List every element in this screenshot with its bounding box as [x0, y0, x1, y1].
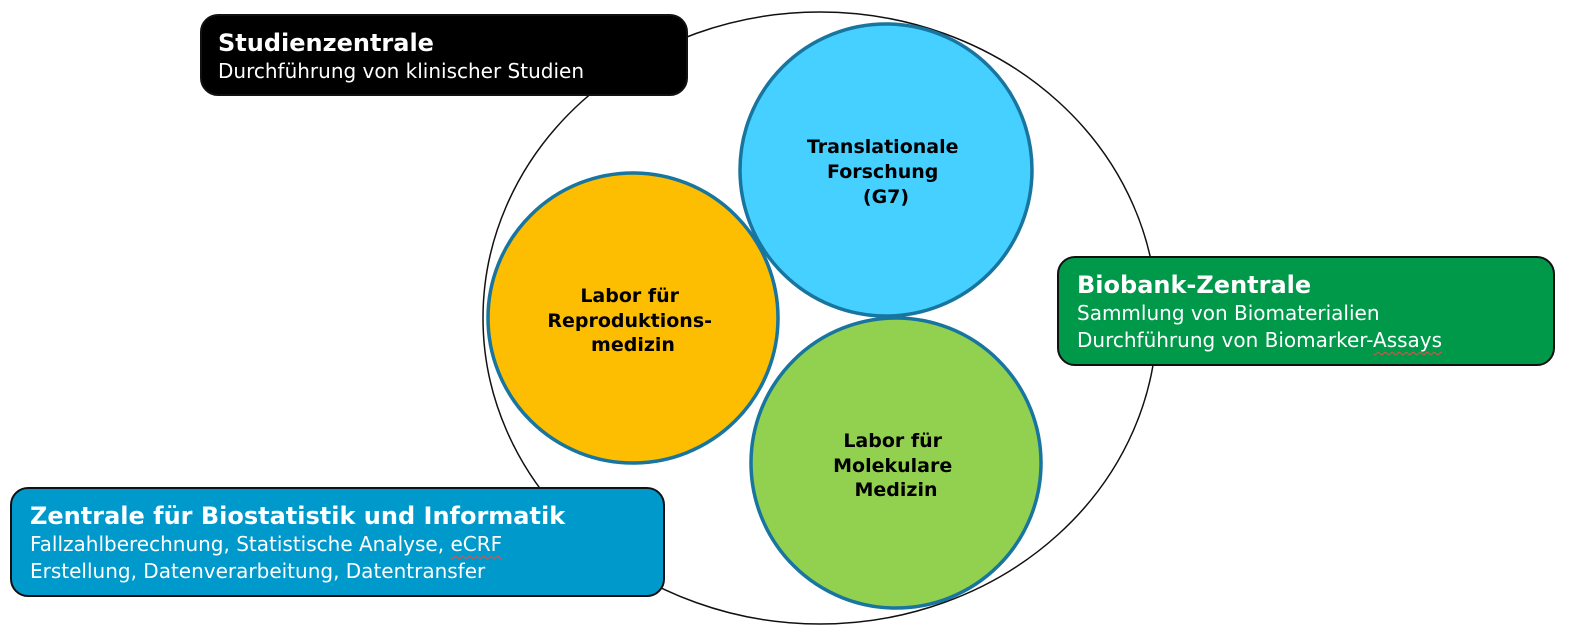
circle-molekular-line-2: Molekulare [833, 455, 952, 477]
svg-text:Labor für Molekulare: Labor für Molekulare Medizin [833, 430, 959, 501]
biostatistik-informatik-line-1: Fallzahlberechnung, Statistische Analyse… [30, 531, 663, 558]
biobank-spellcheck-word: Assays [1373, 328, 1443, 352]
studienzentrale-box: Studienzentrale Durchführung von klinisc… [200, 14, 688, 96]
biobank-zentrale-line-1: Sammlung von Biomaterialien [1077, 301, 1380, 325]
svg-text:Translationale Forschung: Translationale Forschung (G7) [807, 136, 965, 208]
circle-translational-line-3: (G7) [863, 186, 909, 208]
biobank-zentrale-line-2: Durchführung von Biomarker-Assays [1077, 327, 1553, 354]
circle-translational-line-1: Translationale [807, 136, 959, 158]
circle-reproduktion-line-1: Labor für [580, 285, 679, 307]
studienzentrale-description: Durchführung von klinischer Studien [218, 59, 585, 83]
circle-molekulare-medizin: Labor für Molekulare Medizin [749, 316, 1043, 610]
biostatistik-informatik-box: Zentrale für Biostatistik und Informatik… [10, 487, 665, 597]
circle-reproduktion-line-2: Reproduktions- [547, 310, 712, 332]
biostat-spellcheck-word: eCRF [450, 532, 503, 556]
biostatistik-informatik-title: Zentrale für Biostatistik und Informatik [30, 502, 566, 530]
circle-molekular-line-3: Medizin [854, 479, 937, 501]
biobank-zentrale-title: Biobank-Zentrale [1077, 271, 1312, 299]
circle-reproduktion-line-3: medizin [591, 334, 675, 356]
biobank-line-2-prefix: Durchführung von Biomarker- [1077, 328, 1374, 352]
biobank-zentrale-box: Biobank-Zentrale Sammlung von Biomateria… [1057, 256, 1555, 366]
svg-text:Labor für Reproduktions-: Labor für Reproduktions- medizin [547, 285, 718, 356]
circle-translational-line-2: Forschung [827, 161, 938, 183]
studienzentrale-title: Studienzentrale [218, 29, 434, 57]
biostat-line-1-prefix: Fallzahlberechnung, Statistische Analyse… [30, 532, 451, 556]
biostatistik-informatik-line-2: Erstellung, Datenverarbeitung, Datentran… [30, 559, 486, 583]
circle-molekular-line-1: Labor für [843, 430, 942, 452]
circle-reproduktionsmedizin: Labor für Reproduktions- medizin [486, 171, 780, 465]
circle-translational: Translationale Forschung (G7) [738, 22, 1034, 318]
